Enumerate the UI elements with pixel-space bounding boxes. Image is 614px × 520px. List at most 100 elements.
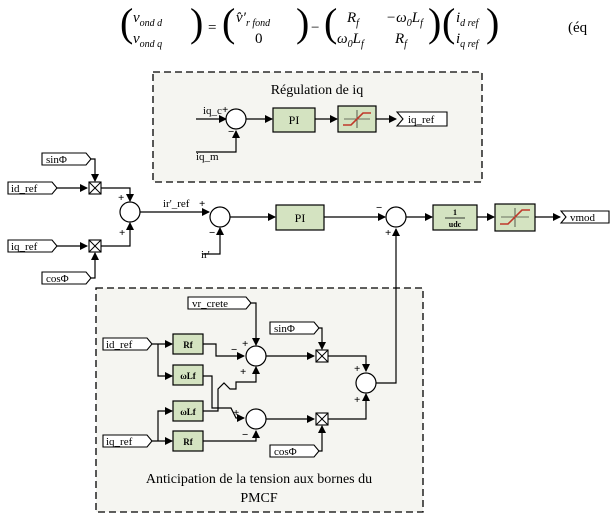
iq-m-wire — [196, 130, 240, 153]
vr-crete-tag — [187, 296, 252, 310]
sign-sum3-plus: + — [385, 227, 391, 239]
multiplier-top — [88, 181, 102, 195]
vr-crete-label: vr_crete — [192, 298, 228, 310]
multiplier-b — [315, 412, 329, 426]
sin-phi-wire-2 — [318, 327, 326, 350]
iq-ref-tag — [7, 239, 58, 253]
anticipation-box: vr_crete sinΦ id_ref Rf + − + ωLf — [95, 228, 424, 513]
iq-ref-out-label: iq_ref — [408, 114, 435, 126]
iq-ref-label-2: iq_ref — [106, 436, 133, 448]
regulation-iq-box: Régulation de iq iq_c + − iq_m PI iq_ref — [152, 71, 483, 183]
rf-top-wire — [203, 343, 245, 360]
pi-block-main — [275, 204, 325, 231]
id-ref-label-2: id_ref — [106, 339, 133, 351]
sign-a-plus-top: + — [242, 338, 248, 350]
sin-phi-label-2: sinΦ — [274, 323, 295, 335]
rf-label-top: Rf — [183, 340, 193, 350]
iq-ref-tag-2 — [102, 434, 153, 448]
eq-mid-top: v̂′r fond — [236, 10, 271, 29]
iq-ref-branch — [157, 407, 173, 441]
cos-phi-tag — [41, 271, 92, 285]
paren-right: ) — [190, 0, 203, 45]
paren-right-2: ) — [296, 0, 309, 45]
id-ref-branch — [157, 344, 173, 380]
sign-sum2-plus: + — [199, 198, 205, 210]
sum-junction-3 — [385, 206, 407, 228]
udc-numerator: 1 — [453, 208, 457, 217]
sign-b-plus: + — [233, 407, 239, 419]
sign-reg-minus: − — [228, 126, 234, 138]
sign-c-plus-top: + — [354, 363, 360, 375]
sign-a-plus-bottom: + — [240, 366, 246, 378]
eq-lhs-top: vond d — [133, 10, 163, 29]
wlf-label-top: ωLf — [180, 371, 197, 381]
eq-mat-21: ω0Lf — [337, 31, 365, 50]
eq-mat-22: Rf — [394, 31, 408, 50]
eq-equals: = — [208, 20, 216, 36]
sign-a-minus: − — [231, 344, 237, 356]
sum-junction-2 — [209, 206, 231, 228]
mult-b-wire — [328, 393, 370, 420]
regulation-frame — [152, 71, 483, 183]
pi-block-reg — [272, 107, 316, 133]
regulation-title: Régulation de iq — [271, 83, 364, 98]
sin-phi-label: sinΦ — [46, 154, 67, 166]
eq-rhs-top: id ref — [456, 10, 480, 29]
equation: ( vond d vond q ) = ( v̂′r fond 0 ) − ( … — [120, 0, 588, 50]
sum-junction-a — [245, 345, 267, 367]
cos-phi-wire — [91, 252, 99, 279]
ir-label: ir' — [201, 249, 210, 261]
udc-gain-block — [432, 204, 478, 231]
id-ref-tag — [7, 181, 58, 195]
cos-phi-wire-2 — [318, 425, 326, 452]
paren-left-2: ( — [222, 0, 235, 45]
eq-mat-12: −ω0Lf — [386, 10, 424, 29]
ir-ref-label: ir'_ref — [163, 198, 190, 210]
sign-sum3-minus: − — [376, 202, 382, 214]
multiplier-bottom — [88, 239, 102, 253]
saturation-block-reg — [337, 105, 377, 133]
id-ref-label: id_ref — [11, 183, 38, 195]
paren-right-4: ) — [486, 0, 499, 45]
equation-number: (éq — [568, 20, 588, 36]
paren-left-3: ( — [324, 0, 337, 45]
anticipation-title-line2: PMCF — [240, 491, 278, 506]
pi-label-main: PI — [295, 211, 306, 225]
wlf-label-bottom: ωLf — [180, 407, 197, 417]
sign-sum1-top: + — [118, 192, 124, 204]
vmod-tag — [559, 210, 610, 224]
sign-sum2-minus: − — [209, 227, 215, 239]
eq-mat-11: Rf — [346, 10, 360, 29]
anticipation-title-line1: Anticipation de la tension aux bornes du — [146, 472, 372, 487]
vmod-label: vmod — [570, 212, 596, 224]
main-chain: sinΦ id_ref + iq_ref + cosΦ — [7, 152, 610, 285]
mult-top-wire — [101, 187, 134, 202]
paren-left-4: ( — [442, 0, 455, 45]
id-ref-tag-2 — [102, 337, 153, 351]
sign-b-minus: − — [242, 429, 248, 441]
sum-junction-c — [355, 372, 377, 394]
paren-right-3: ) — [428, 0, 441, 45]
pi-label-reg: PI — [289, 113, 300, 127]
ir-feedback-wire — [203, 227, 224, 255]
iq-ref-out-tag — [395, 111, 448, 127]
sin-phi-tag-2 — [269, 321, 320, 335]
paren-left: ( — [120, 0, 133, 45]
wire-c-sum3 — [376, 228, 400, 384]
cos-phi-tag-2 — [269, 444, 320, 458]
iq-c-label: iq_c — [203, 105, 222, 117]
eq-minus: − — [311, 20, 319, 36]
mult-bottom-wire — [101, 222, 134, 247]
multiplier-a — [315, 349, 329, 363]
wlf-top-wire — [203, 375, 245, 422]
udc-denominator: udc — [449, 220, 462, 229]
sign-c-plus-bottom: + — [354, 394, 360, 406]
wlf-block-top — [172, 364, 204, 386]
cos-phi-label-2: cosΦ — [274, 446, 297, 458]
sum-junction-b — [245, 408, 267, 430]
sign-sum1-bottom: + — [119, 227, 125, 239]
eq-rhs-bottom: iq ref — [456, 31, 480, 50]
iq-m-label: iq_m — [196, 151, 219, 163]
sin-phi-wire — [91, 158, 99, 182]
vr-crete-wire — [251, 302, 260, 346]
